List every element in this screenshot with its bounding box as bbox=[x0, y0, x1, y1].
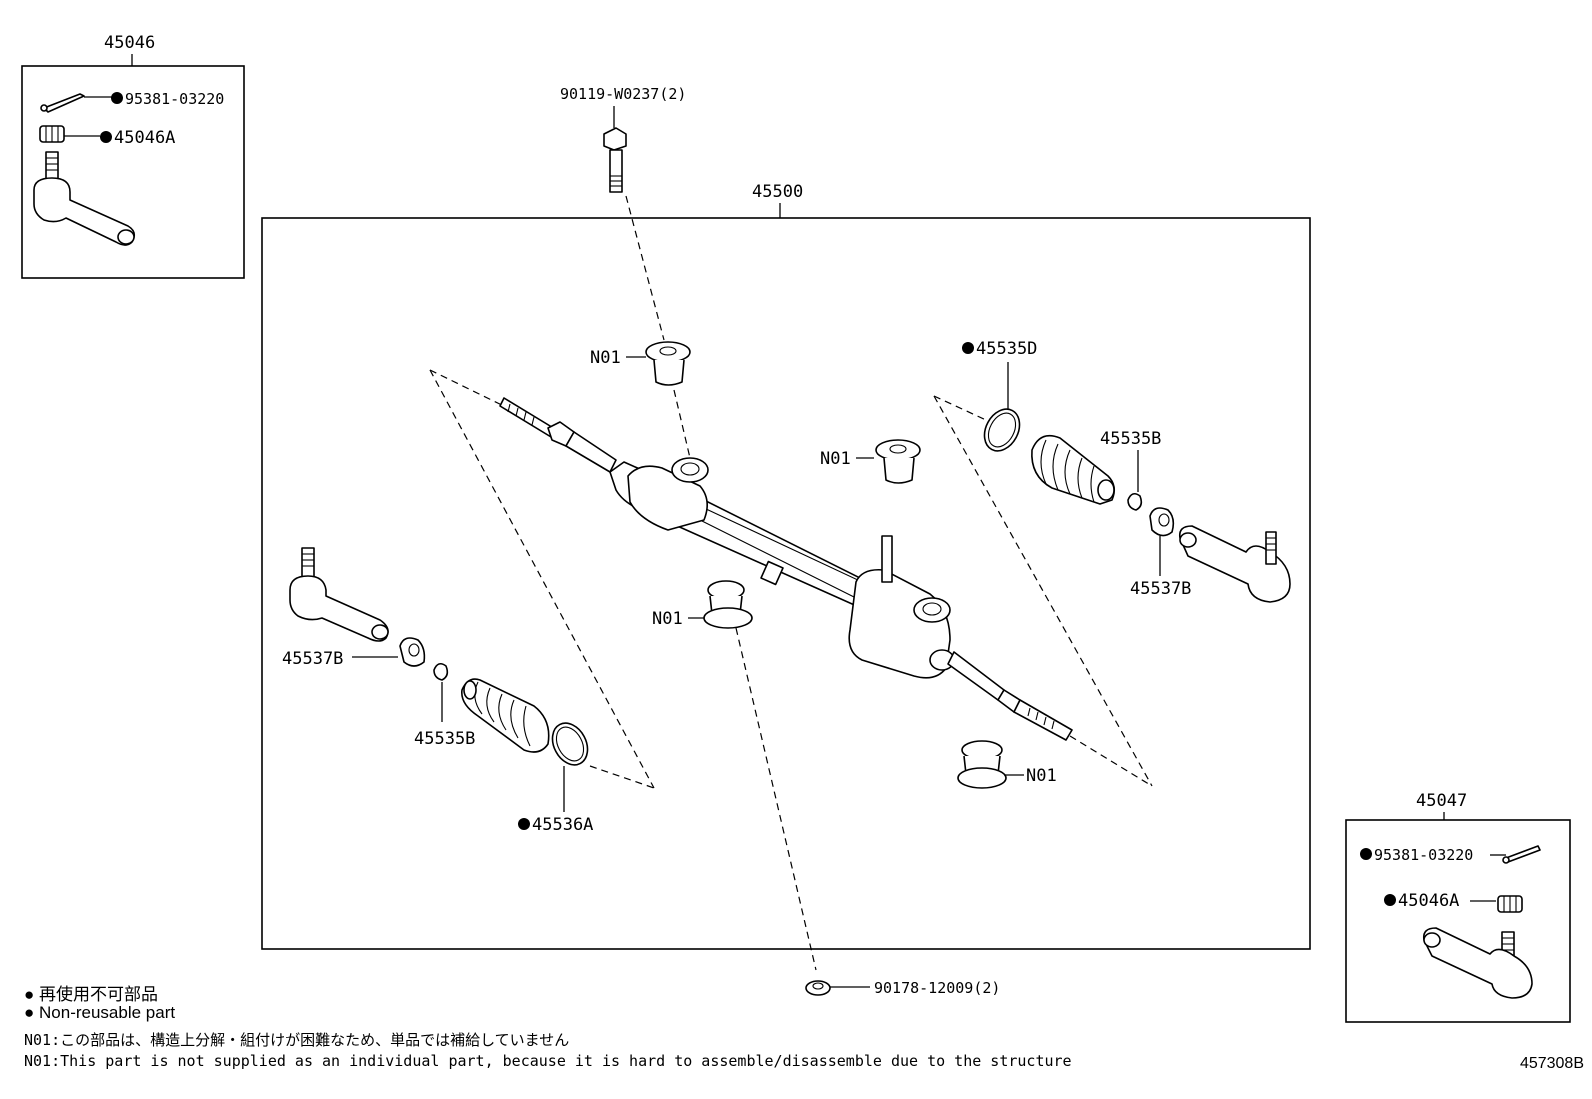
nut-90178-group: 90178-12009(2) bbox=[805, 979, 1000, 997]
clip-icon bbox=[433, 662, 449, 681]
n01-bushing-top-group: N01 bbox=[590, 341, 691, 386]
tie-rod-end-right-icon bbox=[1178, 525, 1291, 603]
label-45537b-right[interactable]: 45537B bbox=[1130, 579, 1191, 599]
non-reusable-bullet bbox=[1360, 848, 1372, 860]
diagram-code: 457308B bbox=[1519, 1055, 1584, 1072]
bushing-icon bbox=[645, 341, 691, 386]
legend-en-text: Non-reusable part bbox=[39, 1003, 176, 1022]
cotter-pin-icon bbox=[40, 93, 85, 113]
clip-icon bbox=[1127, 492, 1143, 511]
clamp-45536a-group: 45536A bbox=[518, 722, 593, 835]
non-reusable-bullet bbox=[100, 131, 112, 143]
label-45046a-right[interactable]: 45046A bbox=[1398, 891, 1459, 911]
n01-bushing-right-group: N01 bbox=[820, 439, 921, 484]
clamp-ring-icon bbox=[551, 722, 589, 766]
box-45500 bbox=[261, 217, 1311, 950]
castle-nut-icon bbox=[1497, 895, 1523, 913]
ring-45537b-right-group: 45537B bbox=[1130, 507, 1191, 599]
assembly-45046-group: 45046 95381-03220 45046A bbox=[21, 33, 245, 279]
label-n01-lower[interactable]: N01 bbox=[652, 609, 683, 629]
label-45535b-right[interactable]: 45535B bbox=[1100, 429, 1161, 449]
steering-rack-icon bbox=[499, 397, 1073, 741]
non-reusable-bullet bbox=[111, 92, 123, 104]
boot-right-icon bbox=[1031, 434, 1116, 505]
non-reusable-bullet bbox=[962, 342, 974, 354]
label-45046[interactable]: 45046 bbox=[104, 33, 155, 53]
label-45046a-left[interactable]: 45046A bbox=[114, 128, 175, 148]
tie-rod-end-icon bbox=[1422, 927, 1533, 999]
label-45536a[interactable]: 45536A bbox=[532, 815, 593, 835]
label-45537b-left[interactable]: 45537B bbox=[282, 649, 343, 669]
clamp-ring-icon bbox=[983, 408, 1021, 452]
label-n01-top[interactable]: N01 bbox=[590, 348, 621, 368]
ring-45537b-left-group: 45537B bbox=[282, 637, 426, 669]
flange-nut-icon bbox=[805, 980, 831, 996]
label-45535b-left[interactable]: 45535B bbox=[414, 729, 475, 749]
n01-bushing-lower-right-group: N01 bbox=[957, 740, 1057, 789]
bushing-icon bbox=[875, 439, 921, 484]
label-95381-right[interactable]: 95381-03220 bbox=[1374, 846, 1473, 864]
legend-jp-text: 再使用不可部品 bbox=[39, 985, 159, 1004]
ring-icon bbox=[399, 637, 426, 667]
note-n01-jp: N01:この部品は、構造上分解・組付けが困難なため、単品では補給していません bbox=[24, 1031, 570, 1049]
boot-left-icon bbox=[461, 678, 550, 753]
tie-rod-end-left-icon bbox=[289, 547, 389, 642]
box-45046 bbox=[21, 65, 245, 279]
label-n01-lower-right[interactable]: N01 bbox=[1026, 766, 1057, 786]
clip-45535b-left-group: 45535B bbox=[414, 662, 475, 749]
label-90119[interactable]: 90119-W0237(2) bbox=[560, 85, 686, 103]
bushing-icon bbox=[957, 740, 1007, 789]
box-45047 bbox=[1345, 819, 1571, 1023]
legend-bullet: ● bbox=[24, 1003, 35, 1022]
castle-nut-icon bbox=[39, 125, 65, 143]
non-reusable-bullet bbox=[518, 818, 530, 830]
n01-bushing-lower-group: N01 bbox=[652, 580, 753, 629]
tie-rod-end-icon bbox=[33, 151, 136, 246]
label-45535d[interactable]: 45535D bbox=[976, 339, 1037, 359]
label-95381-left[interactable]: 95381-03220 bbox=[125, 90, 224, 108]
label-45047[interactable]: 45047 bbox=[1416, 791, 1467, 811]
bushing-icon bbox=[703, 580, 753, 629]
label-45500[interactable]: 45500 bbox=[752, 182, 803, 202]
clip-45535b-right-group: 45535B bbox=[1100, 429, 1161, 511]
bolt-90119-group: 90119-W0237(2) bbox=[560, 85, 686, 341]
cotter-pin-icon bbox=[1502, 845, 1541, 864]
label-n01-right[interactable]: N01 bbox=[820, 449, 851, 469]
bolt-icon bbox=[603, 127, 627, 193]
ring-icon bbox=[1149, 507, 1175, 537]
assembly-45047-group: 45047 95381-03220 45046A bbox=[1345, 791, 1571, 1023]
label-90178[interactable]: 90178-12009(2) bbox=[874, 979, 1000, 997]
clamp-45535d-group: 45535D bbox=[962, 339, 1037, 452]
non-reusable-bullet bbox=[1384, 894, 1396, 906]
note-n01-en: N01:This part is not supplied as an indi… bbox=[24, 1052, 1072, 1070]
legend-bullet: ● bbox=[24, 985, 35, 1004]
legend-jp: ● 再使用不可部品 bbox=[24, 980, 158, 1005]
legend-en: ● Non-reusable part bbox=[24, 1003, 175, 1023]
